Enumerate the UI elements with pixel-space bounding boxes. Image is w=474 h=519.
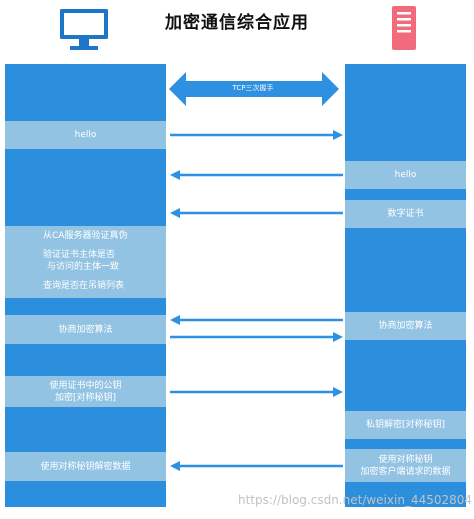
encrypt-key-label-1: 使用证书中的公钥 — [49, 380, 122, 391]
arrow-negotiate-to-server — [170, 332, 343, 342]
monitor-icon — [60, 9, 108, 50]
arrow-encrypted-key — [170, 387, 343, 397]
server-certificate-box: 数字证书 — [345, 200, 466, 228]
client-hello-box: hello — [5, 121, 166, 149]
handshake-label: TCP三次握手 — [232, 84, 274, 92]
server-private-decrypt-box: 私钥解密[对称秘钥] — [345, 411, 466, 439]
handshake-double-arrow — [169, 72, 339, 106]
verify-ca-label: 从CA服务器验证真伪 — [43, 231, 128, 241]
client-hello-label: hello — [74, 130, 97, 140]
verify-subject-label-1: 验证证书主体是否 — [43, 249, 116, 260]
encrypt-key-label-2: 加密[对称秘钥] — [54, 392, 117, 403]
encrypt-data-label-2: 加密客户端请求的数据 — [360, 466, 451, 477]
client-decrypt-data-label: 使用对称秘钥解密数据 — [40, 461, 131, 472]
verify-subject-label-2: 与访问的主体一致 — [47, 262, 120, 273]
client-negotiate-label: 协商加密算法 — [58, 324, 113, 335]
client-verify-certificate-box: 从CA服务器验证真伪 验证证书主体是否 与访问的主体一致 查询是否在吊销列表 — [5, 226, 166, 298]
watermark: https://blog.csdn.net/weixin_44502804 — [238, 493, 473, 507]
client-decrypt-data-box: 使用对称秘钥解密数据 — [5, 452, 166, 481]
arrow-client-hello — [170, 130, 343, 140]
server-negotiate-label: 协商加密算法 — [378, 321, 433, 331]
arrow-certificate — [170, 208, 343, 218]
server-negotiate-box: 协商加密算法 — [345, 312, 466, 340]
encrypt-data-label-1: 使用对称秘钥 — [378, 454, 433, 465]
server-certificate-label: 数字证书 — [387, 209, 424, 219]
arrow-encrypted-data — [170, 461, 343, 471]
arrow-server-hello — [170, 170, 343, 180]
verify-revocation-label: 查询是否在吊销列表 — [43, 280, 125, 291]
server-icon — [392, 6, 416, 50]
server-hello-label: hello — [394, 170, 417, 180]
diagram-title: 加密通信综合应用 — [165, 13, 309, 33]
server-hello-box: hello — [345, 161, 466, 189]
arrow-negotiate-to-client — [170, 315, 343, 325]
server-private-decrypt-label: 私钥解密[对称秘钥] — [365, 420, 446, 430]
server-encrypt-data-box: 使用对称秘钥 加密客户端请求的数据 — [345, 449, 466, 482]
client-negotiate-box: 协商加密算法 — [5, 315, 166, 344]
client-encrypt-key-box: 使用证书中的公钥 加密[对称秘钥] — [5, 376, 166, 407]
